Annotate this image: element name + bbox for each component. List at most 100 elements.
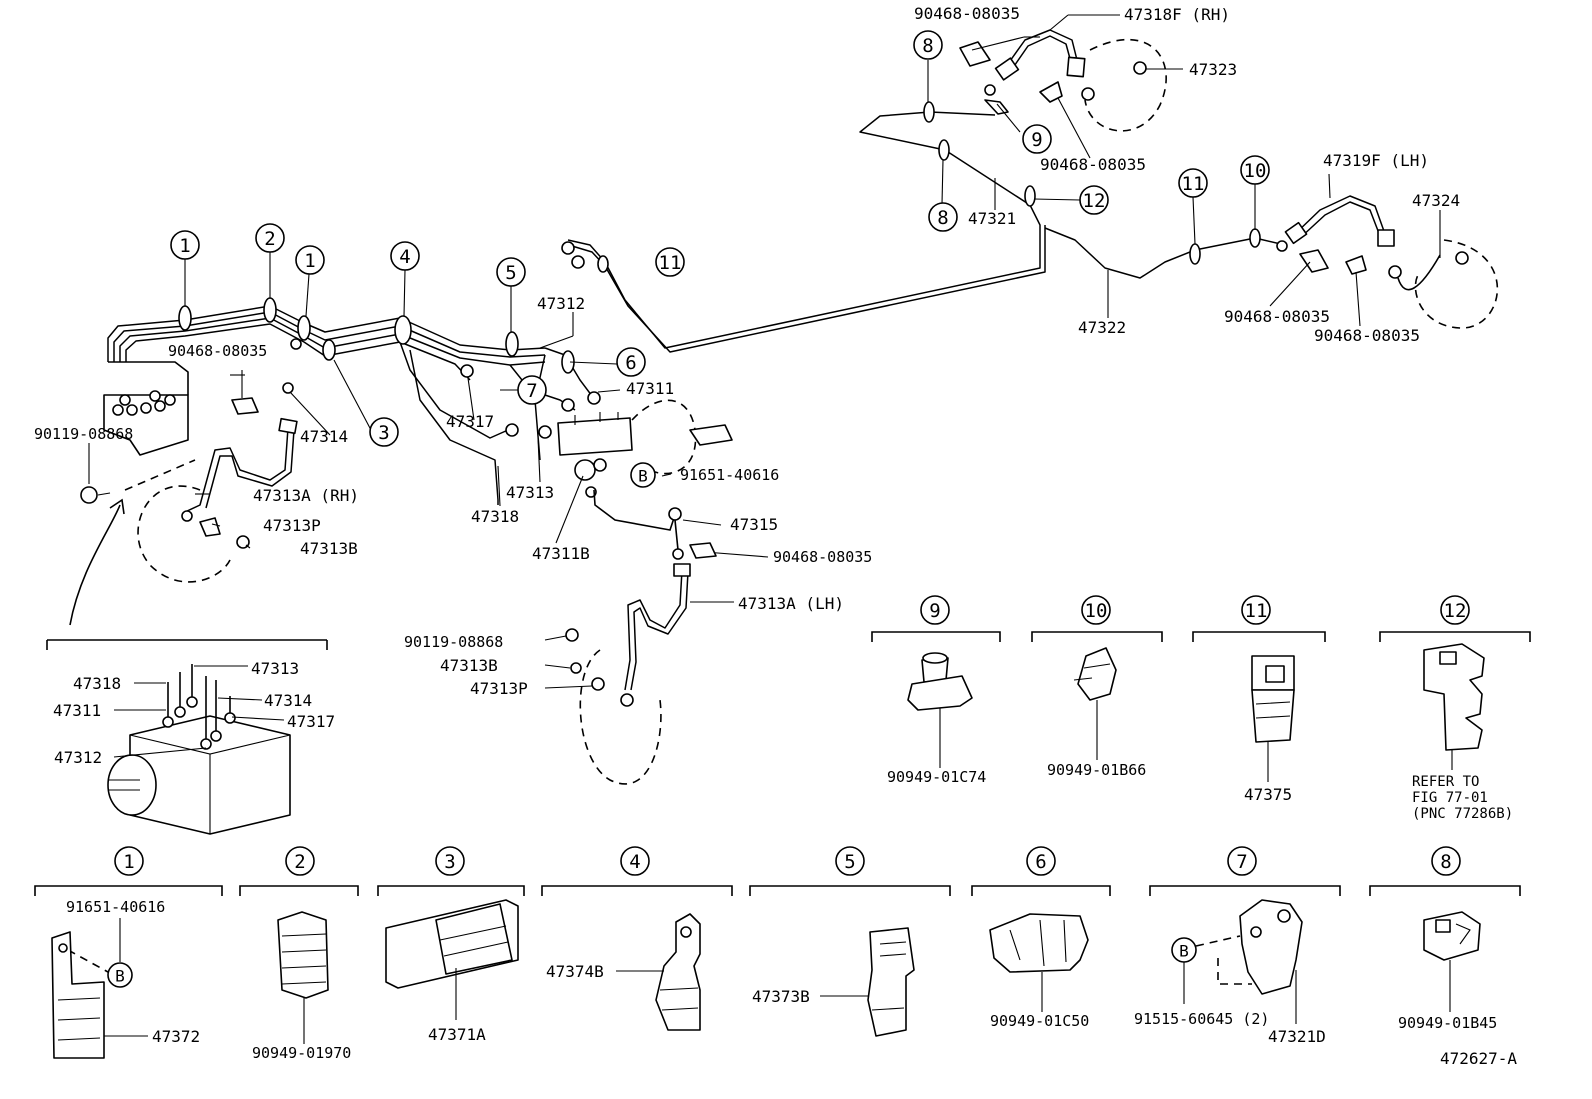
label-91651-40616: 91651-40616 — [680, 466, 779, 484]
svg-text:90949-01C50: 90949-01C50 — [990, 1012, 1089, 1030]
svg-text:8: 8 — [1440, 851, 1451, 873]
svg-text:91515-60645 (2): 91515-60645 (2) — [1134, 1010, 1269, 1028]
label-90119-08868-b: 90119-08868 — [404, 633, 503, 651]
label-47313a-lh: 47313A (LH) — [738, 594, 844, 613]
svg-text:8: 8 — [922, 35, 933, 57]
callout-1b: 1 — [295, 245, 325, 275]
svg-text:10: 10 — [1244, 160, 1267, 182]
svg-text:(PNC 77286B): (PNC 77286B) — [1412, 806, 1513, 822]
detail-box-11: 11 47375 — [1192, 595, 1326, 804]
callout-4: 4 — [390, 241, 420, 271]
callout-b-main: B — [630, 462, 656, 488]
callout-11a: 11 — [655, 247, 685, 277]
callout-7: 7 — [517, 375, 547, 405]
svg-text:90949-01B66: 90949-01B66 — [1047, 761, 1146, 779]
svg-text:9: 9 — [1031, 129, 1042, 151]
callout-9: 9 — [1022, 124, 1052, 154]
label-90468-08035-e: 90468-08035 — [168, 342, 267, 360]
svg-text:6: 6 — [1035, 851, 1046, 873]
callout-2: 2 — [255, 223, 285, 253]
inset-pointer-dash — [124, 459, 196, 491]
label-90468-08035-a: 90468-08035 — [914, 4, 1020, 23]
inset-label-47313: 47313 — [251, 659, 299, 678]
inset-label-47314: 47314 — [264, 691, 312, 710]
label-47323: 47323 — [1189, 60, 1237, 79]
detail-box-2: 2 90949-01970 — [239, 846, 359, 1062]
callout-12a: 12 — [1079, 185, 1109, 215]
inset-label-47311: 47311 — [53, 701, 101, 720]
label-47321: 47321 — [968, 209, 1016, 228]
callout-1a: 1 — [170, 230, 200, 260]
detail-box-12: 12 REFER TO FIG 77-01 (PNC 77286B) — [1379, 595, 1531, 822]
svg-text:90949-01C74: 90949-01C74 — [887, 768, 986, 786]
label-47322: 47322 — [1078, 318, 1126, 337]
label-47317: 47317 — [446, 412, 494, 431]
detail-box-7: 7 B 91515-60645 (2) 47321D — [1134, 846, 1341, 1046]
main-part-labels: 90468-08035 47318F (RH) 47323 90468-0803… — [34, 4, 1460, 698]
svg-text:1: 1 — [179, 235, 190, 257]
callout-8b: 8 — [928, 202, 958, 232]
svg-text:FIG 77-01: FIG 77-01 — [1412, 790, 1488, 806]
label-90468-08035-f: 90468-08035 — [773, 548, 872, 566]
flex-hose-rear-right — [137, 417, 298, 583]
label-47315: 47315 — [730, 515, 778, 534]
callout-6: 6 — [616, 347, 646, 377]
inset-pointer-arrowhead — [109, 498, 125, 515]
flex-hose-front-right — [959, 29, 1167, 132]
label-47313p-b: 47313P — [470, 679, 528, 698]
svg-text:B: B — [115, 967, 125, 986]
abs-actuator-sketch — [103, 361, 189, 456]
figure-code: 472627-A — [1440, 1049, 1517, 1068]
label-47311: 47311 — [626, 379, 674, 398]
svg-text:12: 12 — [1083, 190, 1106, 212]
svg-text:1: 1 — [123, 851, 134, 873]
abs-inset-labels: 47318 47313 47314 47311 47317 47312 — [53, 659, 335, 767]
inset-label-47312: 47312 — [54, 748, 102, 767]
svg-text:6: 6 — [625, 352, 636, 374]
detail-box-3: 3 47371A — [377, 846, 525, 1044]
svg-text:1: 1 — [304, 250, 315, 272]
svg-text:3: 3 — [444, 851, 455, 873]
svg-text:47374B: 47374B — [546, 962, 604, 981]
detail-box-8: 8 90949-01B45 — [1369, 846, 1521, 1032]
label-47313b-a: 47313B — [300, 539, 358, 558]
callout-8a: 8 — [913, 30, 943, 60]
svg-text:12: 12 — [1444, 600, 1467, 622]
svg-text:11: 11 — [1245, 600, 1268, 622]
svg-text:11: 11 — [1182, 173, 1205, 195]
leader-lines — [80, 14, 1441, 689]
label-90468-08035-d: 90468-08035 — [1314, 326, 1420, 345]
svg-text:5: 5 — [844, 851, 855, 873]
svg-text:47372: 47372 — [152, 1027, 200, 1046]
label-47314: 47314 — [300, 427, 348, 446]
svg-text:90949-01970: 90949-01970 — [252, 1044, 351, 1062]
label-47311b: 47311B — [532, 544, 590, 563]
label-47313a-rh: 47313A (RH) — [253, 486, 359, 505]
inset-label-47318: 47318 — [73, 674, 121, 693]
label-90119-08868-a: 90119-08868 — [34, 425, 133, 443]
svg-text:4: 4 — [399, 246, 410, 268]
label-47319f-lh: 47319F (LH) — [1323, 151, 1429, 170]
main-brake-tube-bundle — [107, 297, 601, 505]
svg-text:10: 10 — [1085, 600, 1108, 622]
label-47313: 47313 — [506, 483, 554, 502]
svg-text:90949-01B45: 90949-01B45 — [1398, 1014, 1497, 1032]
svg-text:91651-40616: 91651-40616 — [66, 898, 165, 916]
abs-actuator-inset — [46, 639, 328, 835]
detail-box-5: 5 47373B — [749, 846, 951, 1037]
svg-text:3: 3 — [378, 422, 389, 444]
svg-text:REFER TO: REFER TO — [1412, 774, 1479, 790]
svg-text:B: B — [1179, 942, 1189, 961]
flex-hose-front-left — [1276, 195, 1499, 329]
detail-box-1: 1 91651-40616 B 47372 — [34, 846, 223, 1059]
callout-11b: 11 — [1178, 168, 1208, 198]
flex-hose-rear-left — [565, 563, 691, 785]
svg-text:11: 11 — [659, 252, 682, 274]
label-47313p-a: 47313P — [263, 516, 321, 535]
detail-box-4: 4 47374B — [541, 846, 733, 1031]
svg-text:4: 4 — [629, 851, 640, 873]
svg-text:2: 2 — [264, 228, 275, 250]
svg-text:47375: 47375 — [1244, 785, 1292, 804]
label-47313b-b: 47313B — [440, 656, 498, 675]
